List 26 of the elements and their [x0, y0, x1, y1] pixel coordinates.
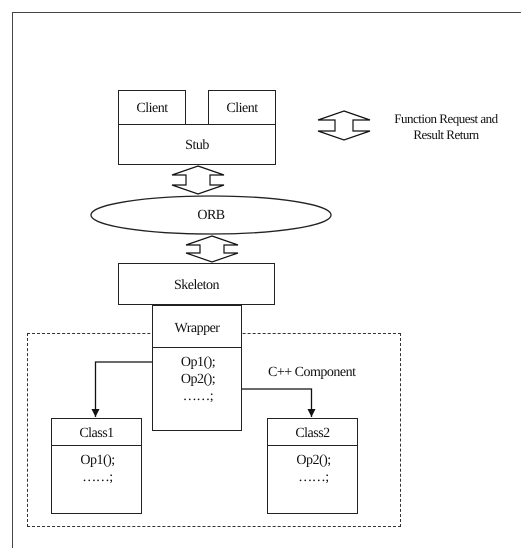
arrow: [242, 388, 316, 417]
method-list: Op1(); Op2(); ……;: [171, 354, 225, 405]
node-label: Skeleton: [173, 276, 220, 294]
class-name: Wrapper: [174, 320, 221, 336]
class-name: Class2: [294, 425, 331, 442]
component-box: [208, 90, 276, 125]
component-boundary: [27, 333, 401, 527]
class-name: Class1: [78, 425, 115, 442]
component-box: [118, 263, 275, 305]
node-label: Client: [135, 100, 169, 117]
node-label: Stub: [184, 137, 210, 154]
legend-label: Function Request and Result Return: [393, 111, 499, 143]
double-arrow: [185, 235, 239, 263]
orb-ellipse: [90, 195, 332, 235]
method-list: Op1(); ……;: [70, 452, 124, 486]
node-label: Client: [225, 100, 259, 117]
class-box: [267, 418, 358, 514]
class-box: [152, 305, 242, 431]
method-list: Op2(); ……;: [286, 452, 340, 486]
node-label: ORB: [196, 206, 226, 224]
double-arrow: [171, 165, 225, 195]
arrow: [92, 361, 152, 417]
component-box: [118, 90, 186, 125]
component-box: [118, 124, 276, 165]
component-label: C++ Component: [268, 364, 356, 381]
class-box: [51, 418, 142, 514]
